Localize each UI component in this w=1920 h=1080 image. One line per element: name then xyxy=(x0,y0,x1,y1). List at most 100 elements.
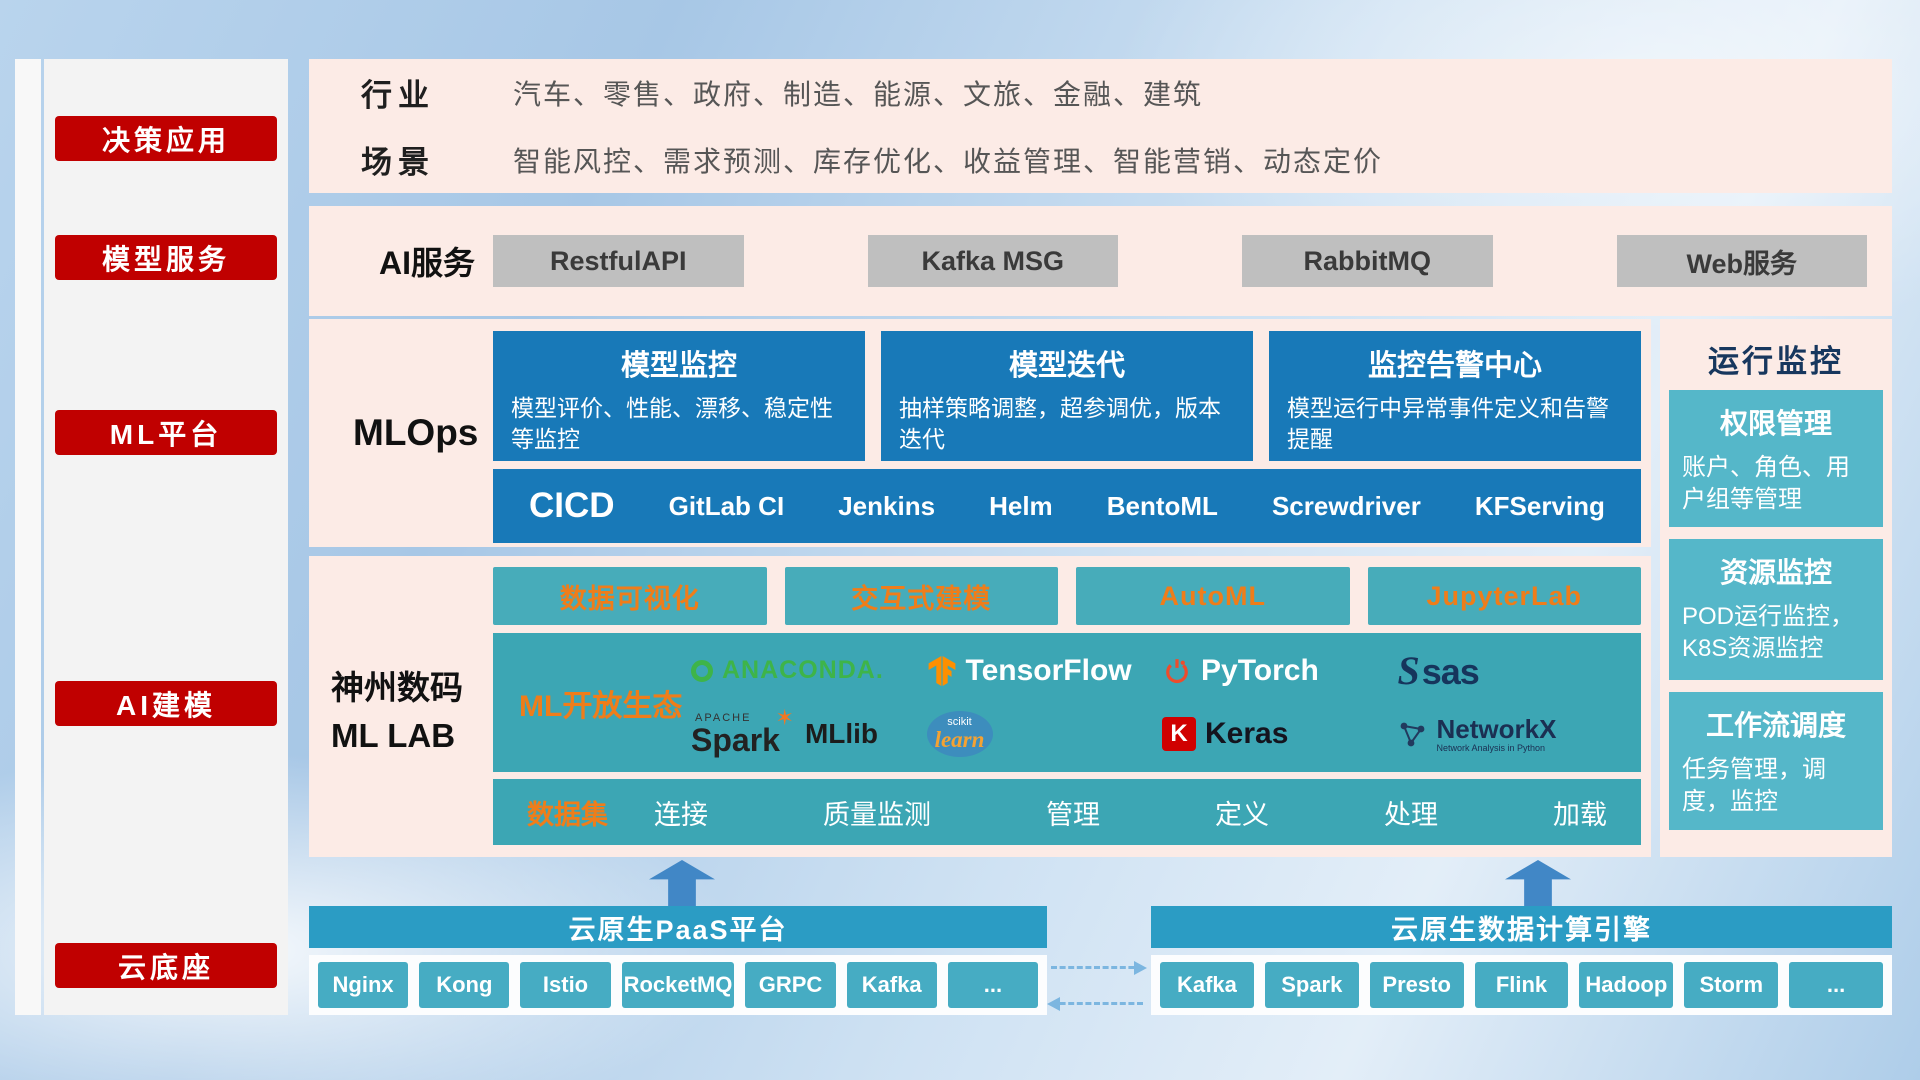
paas-grpc: GRPC xyxy=(745,962,836,1008)
mllib-text: MLlib xyxy=(804,718,879,750)
engine-kafka: Kafka xyxy=(1160,962,1254,1008)
anaconda-logo: ANACONDA. xyxy=(691,656,884,685)
engine-items: Kafka Spark Presto Flink Hadoop Storm ..… xyxy=(1151,955,1892,1015)
card-resource-monitor: 资源监控 POD运行监控，K8S资源监控 xyxy=(1669,539,1883,680)
card-title: 模型迭代 xyxy=(1008,350,1125,382)
dataset-label: 数据集 xyxy=(527,799,608,830)
layer-sidebar: 决策应用 模型服务 ML平台 AI建模 云底座 xyxy=(44,59,288,1015)
dataset-row: 数据集 连接 质量监测 管理 定义 处理 加载 xyxy=(493,779,1641,845)
tool-bentoml: BentoML xyxy=(1106,490,1218,521)
anaconda-ring-icon xyxy=(691,659,713,682)
pytorch-icon xyxy=(1166,658,1188,683)
tensorflow-text: TensorFlow xyxy=(965,653,1132,687)
mlops-cards: 模型监控 模型评价、性能、漂移、稳定性等监控 模型迭代 抽样策略调整，超参调优，… xyxy=(493,331,1641,461)
mllab-label-line1: 神州数码 xyxy=(331,669,463,706)
cicd-label: CICD xyxy=(529,486,615,525)
ai-service-label: AI服务 xyxy=(379,245,476,281)
pytorch-logo: PyTorch xyxy=(1162,654,1319,688)
dataset-process: 处理 xyxy=(1384,799,1438,830)
networkx-subtitle: Network Analysis in Python xyxy=(1436,742,1546,753)
tool-screwdriver: Screwdriver xyxy=(1271,490,1421,521)
service-web: Web服务 xyxy=(1616,235,1867,287)
paas-kong: Kong xyxy=(419,962,510,1008)
arrowhead-right xyxy=(1134,961,1147,975)
industry-band: 行业 汽车、零售、政府、制造、能源、文旅、金融、建筑 场景 智能风控、需求预测、… xyxy=(309,59,1892,193)
up-arrow-icon-right xyxy=(1505,860,1571,906)
mlops-band: MLOps 模型监控 模型评价、性能、漂移、稳定性等监控 模型迭代 抽样策略调整… xyxy=(309,319,1651,547)
scikit-learn-logo: scikit learn xyxy=(926,711,993,758)
industry-label: 行业 xyxy=(361,78,435,113)
engine-storm: Storm xyxy=(1684,962,1779,1008)
mllab-label: 神州数码 ML LAB xyxy=(331,664,463,760)
tool-gitlab-ci: GitLab CI xyxy=(668,490,785,521)
networkx-logo: NetworkX Network Analysis in Python xyxy=(1398,715,1557,753)
dashed-arrow-right-icon xyxy=(1051,961,1147,975)
sidebar-item-model-service: 模型服务 xyxy=(55,235,277,280)
run-monitor-title: 运行监控 xyxy=(1708,344,1844,379)
scikit-learn-icon: scikit learn xyxy=(926,711,993,758)
tool-jupyterlab: JupyterLab xyxy=(1367,567,1641,625)
run-monitor-column: 运行监控 权限管理 账户、角色、用户组等管理 资源监控 POD运行监控，K8S资… xyxy=(1660,319,1892,857)
engine-spark: Spark xyxy=(1264,962,1359,1008)
spark-text: Spark xyxy=(691,721,780,758)
data-engine-title: 云原生数据计算引擎 xyxy=(1151,906,1892,948)
up-arrow-icon-left xyxy=(649,860,715,906)
paas-nginx: Nginx xyxy=(318,962,409,1008)
engine-flink: Flink xyxy=(1474,962,1569,1008)
networkx-text: NetworkX xyxy=(1436,714,1557,744)
card-desc: POD运行监控，K8S资源监控 xyxy=(1682,603,1855,663)
scenario-row: 场景 智能风控、需求预测、库存优化、收益管理、智能营销、动态定价 xyxy=(309,126,1892,193)
dataset-items: 连接 质量监测 管理 定义 处理 加载 xyxy=(654,793,1607,832)
paas-platform-section: 云原生PaaS平台 Nginx Kong Istio RocketMQ GRPC… xyxy=(309,906,1047,1015)
card-desc: 账户、角色、用户组等管理 xyxy=(1682,454,1850,514)
dataset-define: 定义 xyxy=(1215,799,1269,830)
data-engine-section: 云原生数据计算引擎 Kafka Spark Presto Flink Hadoo… xyxy=(1151,906,1892,1015)
card-alert-center: 监控告警中心 模型运行中异常事件定义和告警提醒 xyxy=(1269,331,1641,461)
ai-service-row: RestfulAPI Kafka MSG RabbitMQ Web服务 xyxy=(493,235,1867,287)
card-model-iteration: 模型迭代 抽样策略调整，超参调优，版本迭代 xyxy=(881,331,1253,461)
industry-row: 行业 汽车、零售、政府、制造、能源、文旅、金融、建筑 xyxy=(309,59,1892,126)
pytorch-text: PyTorch xyxy=(1201,653,1319,687)
sas-logo: S sas xyxy=(1398,647,1480,694)
card-title: 模型监控 xyxy=(620,350,737,382)
card-desc: 模型运行中异常事件定义和告警提醒 xyxy=(1287,395,1609,453)
sidebar-item-cloud-base: 云底座 xyxy=(55,943,277,988)
engine-hadoop: Hadoop xyxy=(1579,962,1674,1008)
sidebar-item-decision-apps: 决策应用 xyxy=(55,116,277,161)
card-title: 权限管理 xyxy=(1719,408,1832,439)
tool-helm: Helm xyxy=(989,490,1053,521)
arrowhead-left xyxy=(1047,997,1060,1011)
card-desc: 抽样策略调整，超参调优，版本迭代 xyxy=(899,395,1221,453)
ai-service-band: AI服务 RestfulAPI Kafka MSG RabbitMQ Web服务 xyxy=(309,206,1892,316)
sidebar-item-ml-platform: ML平台 xyxy=(55,410,277,455)
networkx-graph-icon xyxy=(1400,722,1424,747)
cicd-row: CICD GitLab CI Jenkins Helm BentoML Scre… xyxy=(493,469,1641,543)
dataset-manage: 管理 xyxy=(1046,799,1100,830)
card-title: 监控告警中心 xyxy=(1367,350,1542,382)
card-title: 资源监控 xyxy=(1719,557,1832,588)
tool-data-visualization: 数据可视化 xyxy=(493,567,767,625)
paas-platform-title: 云原生PaaS平台 xyxy=(309,906,1047,948)
sas-text: sas xyxy=(1421,651,1480,693)
mllab-band: 神州数码 ML LAB 数据可视化 交互式建模 AutoML JupyterLa… xyxy=(309,556,1651,857)
paas-items: Nginx Kong Istio RocketMQ GRPC Kafka ... xyxy=(309,955,1047,1015)
spark-mllib-logo: APACHE Spark ✶ MLlib xyxy=(691,706,879,758)
keras-k-icon: K xyxy=(1162,717,1196,752)
eco-logo-grid: ANACONDA. TensorFlow PyTorch S sas APACH… xyxy=(691,633,1633,772)
scenario-label: 场景 xyxy=(361,145,435,180)
anaconda-text: ANACONDA. xyxy=(722,656,884,685)
mllab-label-line2: ML LAB xyxy=(331,716,456,754)
service-rabbitmq: RabbitMQ xyxy=(1242,235,1493,287)
eco-label: ML开放生态 xyxy=(519,689,683,723)
tensorflow-icon xyxy=(928,655,955,686)
tensorflow-logo: TensorFlow xyxy=(927,654,1132,688)
networkx-wordmark: NetworkX Network Analysis in Python xyxy=(1437,715,1557,753)
dataset-load: 加载 xyxy=(1553,799,1607,830)
mllab-top-tools: 数据可视化 交互式建模 AutoML JupyterLab xyxy=(493,567,1641,625)
paas-istio: Istio xyxy=(520,962,611,1008)
industry-text: 汽车、零售、政府、制造、能源、文旅、金融、建筑 xyxy=(513,78,1204,110)
tool-interactive-modeling: 交互式建模 xyxy=(784,567,1058,625)
tool-automl: AutoML xyxy=(1076,567,1350,625)
card-model-monitoring: 模型监控 模型评价、性能、漂移、稳定性等监控 xyxy=(493,331,865,461)
